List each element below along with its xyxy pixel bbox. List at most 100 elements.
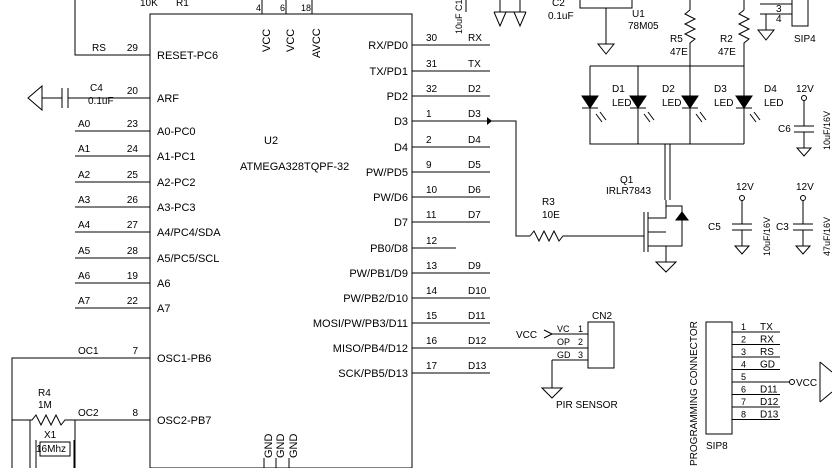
x1-value: 16Mhz [36, 444, 66, 455]
r4-value: 1M [38, 400, 52, 411]
pir-pin3-name: GD [557, 350, 571, 360]
left-pin-number: 20 [127, 86, 139, 97]
right-pin-name: TX/PD1 [369, 66, 408, 78]
top-pin-number: 6 [280, 3, 285, 13]
right-pin-number: 13 [426, 261, 438, 272]
right-pin-number: 2 [426, 135, 432, 146]
c6-ref: C6 [778, 124, 791, 135]
pir-pin2-name: OP [557, 337, 570, 347]
right-pin-number: 14 [426, 286, 438, 297]
left-pin-net: A7 [78, 296, 91, 307]
prog-pin-number: 5 [741, 372, 746, 382]
left-pin-name: RESET-PC6 [157, 50, 218, 62]
c6-value: 10uF/16V [822, 111, 832, 150]
right-pin-net: D5 [468, 160, 481, 171]
r1-value: 10K [140, 0, 158, 9]
prog-pin-net: RX [760, 335, 774, 346]
left-pin-net: A6 [78, 271, 91, 282]
right-pin-name: PB0/D8 [370, 243, 408, 255]
bottom-pin-name: GND [263, 434, 275, 459]
right-pin-name: D7 [394, 217, 408, 229]
top-pin-name: VCC [285, 29, 297, 52]
left-pin-net: OC1 [78, 346, 99, 357]
bottom-pin-name: GND [275, 434, 287, 459]
d4-ref: D4 [764, 84, 777, 95]
r5-value: 47E [670, 47, 688, 58]
c6-supply: 12V [796, 84, 814, 95]
crystal-section: R4 1M X1 16Mhz [11, 357, 150, 468]
right-pin-net: D12 [468, 336, 487, 347]
right-pin-name: PD2 [387, 91, 408, 103]
prog-pin-net: RS [760, 347, 774, 358]
left-pin-net: A0 [78, 119, 91, 130]
d2-ref: D2 [662, 84, 675, 95]
left-pin-net: OC2 [78, 408, 99, 419]
led-array: R5 47E R2 47E D1 LED D2 LED D3 LED D4 LE… [581, 0, 832, 157]
r3-ref: R3 [542, 197, 555, 208]
right-pin-net: D3 [468, 109, 481, 120]
left-pin-name: A1-PC1 [157, 151, 196, 163]
r5-ref: R5 [670, 34, 683, 45]
prog-pin-net: D11 [760, 385, 778, 396]
top-pin-name: VCC [261, 29, 273, 52]
left-pin-name: ARF [157, 93, 179, 105]
u1-ref: U1 [632, 9, 645, 20]
mcu-part: ATMEGA328TQPF-32 [240, 161, 349, 173]
right-pin-number: 9 [426, 160, 432, 171]
pir-pin1-name: VC [557, 324, 570, 334]
u1-value: 78M05 [628, 21, 659, 32]
left-pin-number: 24 [127, 144, 139, 155]
left-pin-name: A2-PC2 [157, 177, 196, 189]
left-pin-name: A4/PC4/SDA [157, 227, 221, 239]
c4-capacitor: C4 0.1uF [27, 83, 150, 112]
left-pin-net: A1 [78, 144, 91, 155]
c3-supply: 12V [796, 182, 814, 193]
c3-ref: C3 [776, 222, 789, 233]
c2-value: 0.1uF [548, 11, 574, 22]
prog-title: PROGRAMMING CONNECTOR [689, 321, 700, 466]
regulator-section: 10uF C1 C2 0.1uF U1 78M05 [454, 0, 659, 55]
mcu-left-pins: 29RESET-PC6RS20ARF23A0-PC0A024A1-PC1A125… [75, 43, 221, 427]
pir-vcc: VCC [516, 330, 537, 341]
top-pin-name: AVCC [311, 28, 323, 58]
right-pin-net: D2 [468, 84, 481, 95]
right-pin-number: 30 [426, 33, 438, 44]
left-pin-number: 19 [127, 271, 139, 282]
sip4-pin4: 4 [776, 14, 782, 25]
q1-ref: Q1 [620, 175, 634, 186]
r1-resistor: 10K R1 [74, 0, 189, 56]
right-pin-number: 17 [426, 361, 438, 372]
right-pin-name: D4 [394, 142, 408, 154]
d2-label: LED [662, 98, 681, 109]
r2-value: 47E [718, 47, 736, 58]
right-pin-name: PW/PB1/D9 [349, 268, 408, 280]
left-pin-number: 27 [127, 220, 139, 231]
d3-label: LED [714, 98, 733, 109]
left-pin-net: A5 [78, 246, 91, 257]
left-pin-number: 28 [127, 246, 139, 257]
right-pin-name: D3 [394, 116, 408, 128]
d1-label: LED [612, 98, 631, 109]
right-pin-net: TX [468, 59, 481, 70]
c4-value: 0.1uF [88, 96, 114, 107]
right-pin-net: D10 [468, 286, 487, 297]
c4-ref: C4 [90, 83, 103, 94]
prog-pin-number: 2 [741, 335, 746, 345]
cn2-ref: CN2 [592, 311, 612, 322]
pir-pin1-num: 1 [578, 324, 583, 334]
right-pin-number: 12 [426, 236, 438, 247]
d3-ref: D3 [714, 84, 727, 95]
right-pin-number: 11 [426, 210, 437, 221]
left-pin-number: 26 [127, 195, 139, 206]
prog-pin-net: TX [760, 322, 773, 333]
right-pin-number: 15 [426, 311, 438, 322]
left-pin-net: RS [92, 43, 106, 54]
top-pin-number: 4 [256, 3, 261, 13]
prog-pin-number: 1 [741, 322, 746, 332]
d1-ref: D1 [612, 84, 625, 95]
right-pin-net: D4 [468, 135, 481, 146]
prog-pin-number: 8 [741, 410, 746, 420]
sip4-pin3: 3 [776, 4, 782, 15]
